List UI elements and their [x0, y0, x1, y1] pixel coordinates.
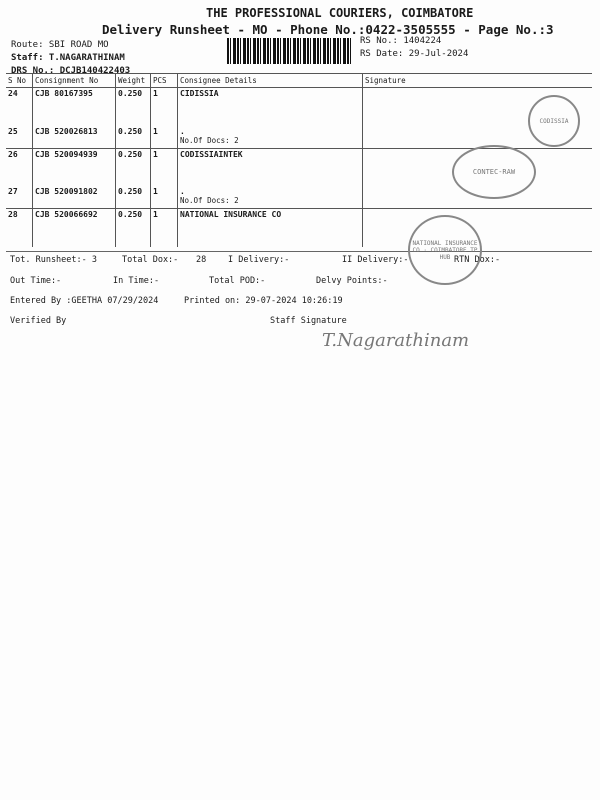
codissia-stamp: CODISSIA	[528, 95, 580, 147]
runsheet-subtitle: Delivery Runsheet - MO - Phone No.:0422-…	[102, 22, 554, 37]
sno: 25	[6, 125, 33, 149]
consignee: NATIONAL INSURANCE CO	[177, 208, 363, 247]
col-details: Consignee Details	[177, 73, 363, 88]
consignment-no: CJB 520094939	[32, 148, 116, 186]
consignment-no: CJB 520091802	[32, 185, 116, 209]
col-signature: Signature	[362, 73, 592, 88]
ii-delivery: II Delivery:-	[342, 255, 409, 265]
sno: 26	[8, 150, 18, 159]
consignee-name: .	[180, 126, 185, 136]
docs-note: No.Of Docs: 2	[180, 195, 239, 205]
in-time: In Time:-	[113, 276, 160, 286]
barcode	[227, 38, 351, 64]
company-title: THE PROFESSIONAL COURIERS, COIMBATORE	[206, 6, 474, 20]
col-pcs: PCS	[150, 73, 178, 88]
stamp-text: CONTEC-RAW	[472, 168, 516, 176]
col-weight: Weight	[115, 73, 151, 88]
stamp-text: CODISSIA	[539, 117, 569, 125]
divider	[6, 251, 592, 252]
sno: 28	[8, 210, 18, 219]
weight: 0.250	[115, 185, 151, 209]
tot-runsheet: Tot. Runsheet:- 3	[10, 255, 97, 265]
pcs: 1	[150, 125, 178, 149]
staff: Staff: T.NAGARATHINAM	[11, 53, 125, 63]
route: Route: SBI ROAD MO	[11, 40, 109, 50]
col-consignment: Consignment No	[32, 73, 116, 88]
consignment-table: S No Consignment No Weight PCS Consignee…	[6, 73, 592, 247]
staff-signature: T.Nagarathinam	[322, 330, 470, 351]
weight: 0.250	[115, 87, 151, 126]
verified-by: Verified By	[10, 316, 67, 326]
consignment-no: CJB 80167395	[32, 87, 116, 126]
i-delivery: I Delivery:-	[228, 255, 290, 265]
consignment-no: CJB 520066692	[32, 208, 116, 247]
consignee: .No.Of Docs: 2	[177, 185, 363, 209]
rs-number: RS No.: 1404224	[360, 36, 442, 46]
delvy-points: Delvy Points:-	[316, 276, 388, 286]
total-dox-value: 28	[196, 255, 207, 265]
contec-stamp: CONTEC-RAW	[452, 145, 536, 199]
total-dox: Total Dox:-	[122, 255, 179, 265]
stamp-text: NATIONAL INSURANCE CO · COIMBATORE TP HU…	[412, 239, 478, 261]
pcs: 1	[150, 208, 178, 247]
sno: 27	[6, 185, 33, 209]
consignee-name: .	[180, 186, 185, 196]
pcs: 1	[150, 87, 178, 126]
total-pod: Total POD:-	[209, 276, 266, 286]
printed-on: Printed on: 29-07-2024 10:26:19	[184, 296, 343, 306]
consignee: CODISSIAINTEK	[177, 148, 363, 186]
col-sno: S No	[6, 73, 33, 88]
docs-note: No.Of Docs: 2	[180, 135, 239, 145]
out-time: Out Time:-	[10, 276, 62, 286]
sno: 24	[8, 89, 18, 98]
pcs: 1	[150, 185, 178, 209]
staff-signature-label: Staff Signature	[270, 316, 347, 326]
weight: 0.250	[115, 208, 151, 247]
consignment-no: CJB 520026813	[32, 125, 116, 149]
pcs: 1	[150, 148, 178, 186]
consignee: .No.Of Docs: 2	[177, 125, 363, 149]
rs-date: RS Date: 29-Jul-2024	[360, 49, 469, 59]
weight: 0.250	[115, 125, 151, 149]
drs-number: DRS No.: DCJB140422403	[11, 66, 131, 76]
entered-by: Entered By :GEETHA 07/29/2024	[10, 296, 159, 306]
weight: 0.250	[115, 148, 151, 186]
national-insurance-stamp: NATIONAL INSURANCE CO · COIMBATORE TP HU…	[408, 215, 482, 285]
consignee: CIDISSIA	[177, 87, 363, 126]
